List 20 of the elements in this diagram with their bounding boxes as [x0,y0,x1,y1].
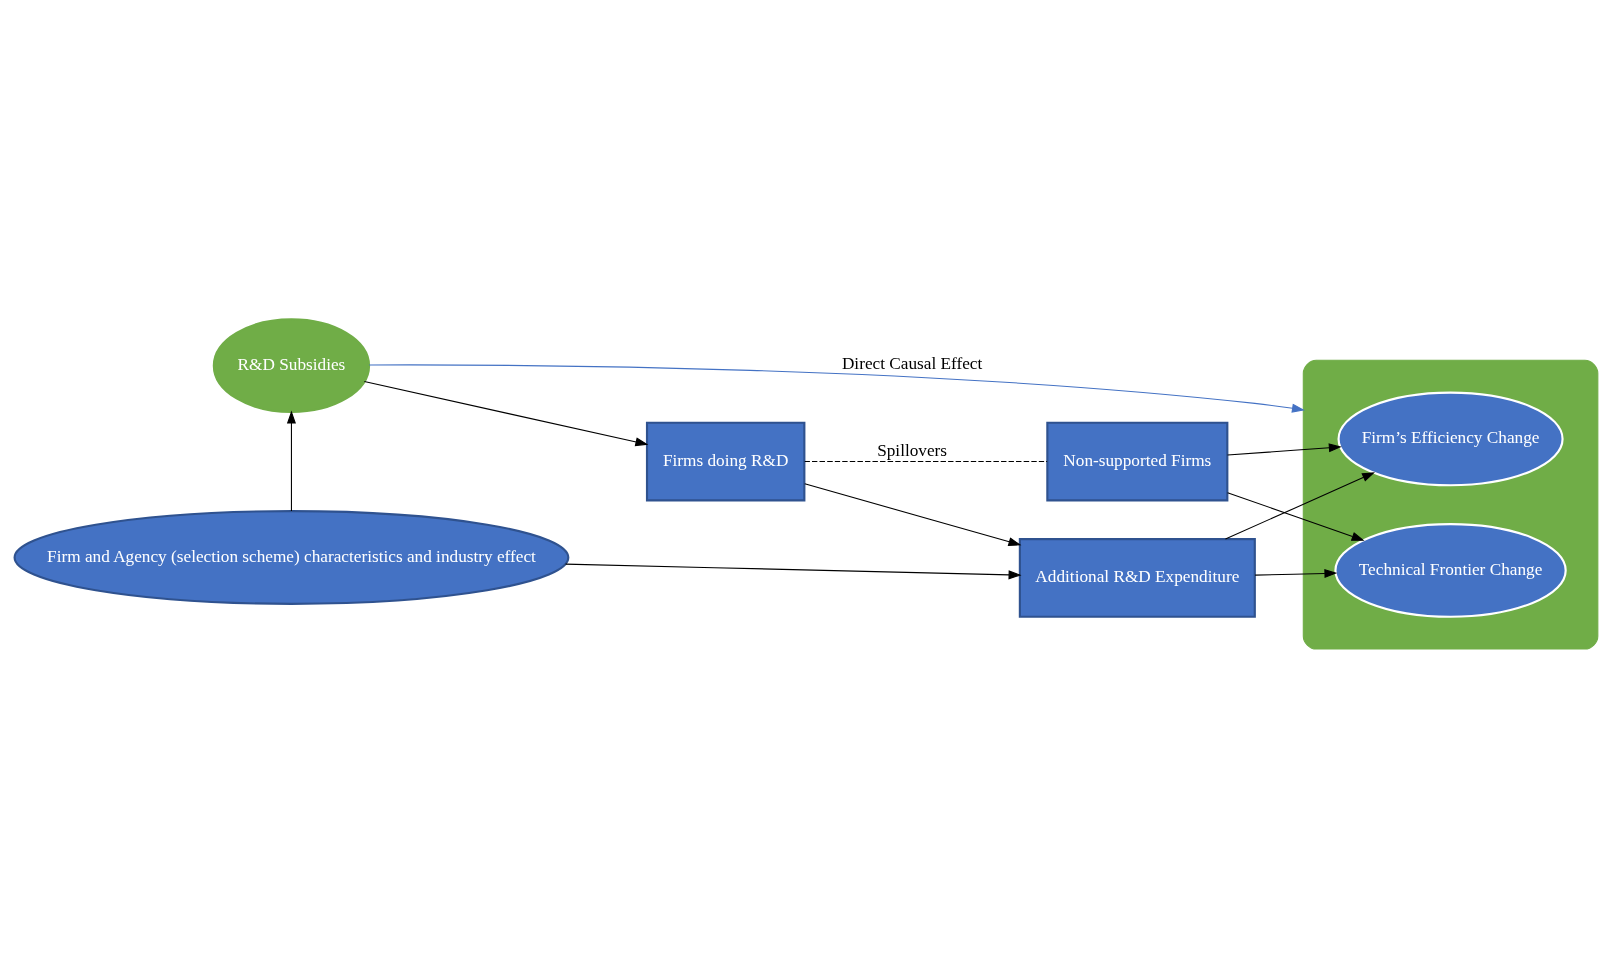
node-ellipse: R&D Subsidies [212,317,371,413]
node-box: Non-supported Firms [1046,421,1229,501]
arrow [1227,442,1342,456]
arrow [363,380,649,446]
node-box: Firms doing R&D [645,421,806,501]
edge-label: Direct Causal Effect [841,353,983,373]
arrow [1254,568,1338,578]
node-ellipse: Firm’s Efficiency Change [1337,391,1564,486]
arrow [804,482,1022,546]
node-ellipse: Firm and Agency (selection scheme) characteristics and industry effect [13,509,570,605]
edge-label: Spillovers [877,440,948,460]
node-ellipse: Technical Frontier Change [1334,522,1567,618]
arrow [286,410,296,512]
connector [804,460,1048,462]
cluster [1302,359,1599,650]
arrow [368,363,1305,413]
node-box: Additional R&D Expenditure [1018,537,1256,618]
arrow [1224,471,1376,540]
arrow [1227,491,1365,541]
arrow [565,563,1022,579]
